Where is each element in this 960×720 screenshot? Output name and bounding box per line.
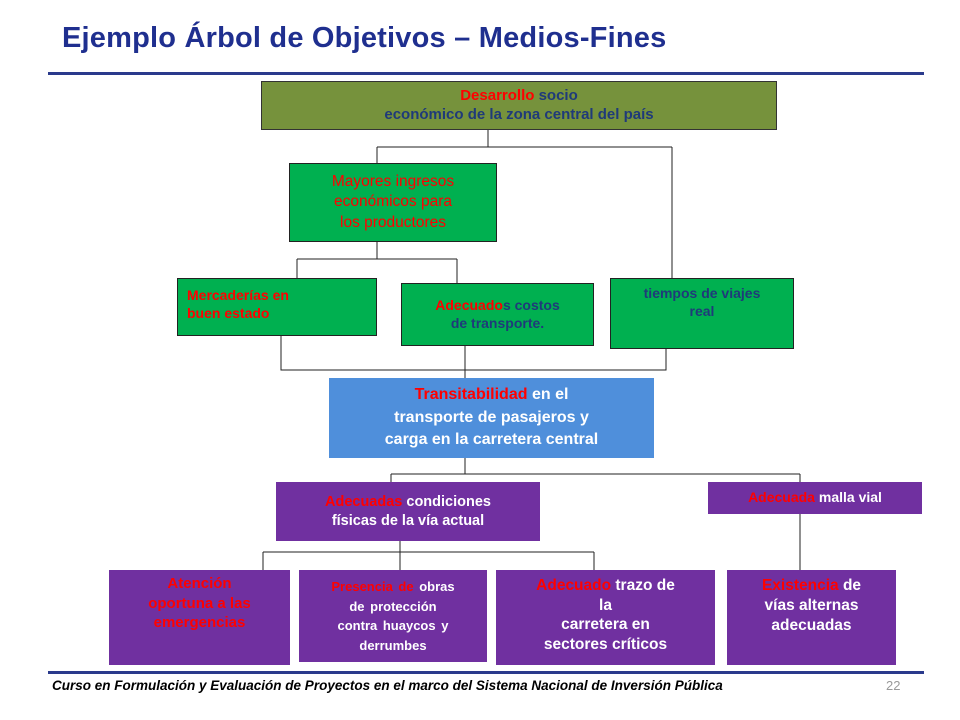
top-divider <box>48 72 924 75</box>
trazo-text: trazo de <box>611 577 675 594</box>
connector-line <box>280 336 667 371</box>
trazo-line2: la <box>599 596 612 614</box>
means-atencion-box: Atención oportuna a las emergencias <box>109 570 290 665</box>
costos-text: s costos <box>502 297 560 313</box>
condiciones-line2: físicas de la vía actual <box>331 512 485 529</box>
goal-fin-box: Desarrollo socio económico de la zona ce… <box>261 81 777 130</box>
tiempos-line1: tiempos de viajes <box>643 285 761 301</box>
bottom-divider <box>48 671 924 674</box>
trazo-line3: carretera en <box>561 616 650 634</box>
presencia-keyword: Presencia de <box>331 579 414 594</box>
presencia-line3: contra huaycos y <box>337 618 449 633</box>
ingresos-line2: económicos para <box>333 193 453 211</box>
goal-costos-box: Adecuados costos de transporte. <box>401 283 594 346</box>
condiciones-text: condiciones <box>402 494 491 511</box>
trazo-keyword: Adecuado <box>536 577 612 594</box>
existencia-line2: vías alternas <box>764 597 859 615</box>
page-number: 22 <box>886 678 901 693</box>
trazo-line4: sectores críticos <box>543 636 668 654</box>
existencia-keyword: Existencia <box>761 577 839 594</box>
presencia-line4: derrumbes <box>359 637 427 653</box>
presencia-line2: de protección <box>349 598 437 614</box>
fin-text: socio <box>534 86 578 104</box>
means-presencia-box: Presencia de obras de protección contra … <box>299 570 487 662</box>
malla-text: malla vial <box>814 489 882 506</box>
fin-keyword: Desarrollo <box>460 86 535 104</box>
proposito-line3: carga en la carretera central <box>384 431 599 449</box>
proposito-text: en el <box>527 386 569 404</box>
ingresos-line1: Mayores ingresos <box>331 173 455 191</box>
proposito-line2: transporte de pasajeros y <box>394 408 589 426</box>
tiempos-line2: real <box>689 302 715 319</box>
costos-text-line2: de transporte. <box>450 314 545 331</box>
ingresos-line3: los productores <box>340 213 446 231</box>
means-existencia-box: Existencia de vías alternas adecuadas <box>727 570 896 665</box>
condiciones-keyword: Adecuadas <box>324 494 403 511</box>
atencion-line1: Atención <box>167 575 232 592</box>
existencia-line3: adecuadas <box>771 617 852 635</box>
goal-tiempos-box: tiempos de viajes real <box>610 278 794 349</box>
mercaderias-line1: Mercaderías en <box>187 287 289 303</box>
proposito-keyword: Transitabilidad <box>414 386 528 404</box>
fin-text-line2: económico de la zona central del país <box>384 105 654 123</box>
footer-text: Curso en Formulación y Evaluación de Pro… <box>52 678 723 693</box>
goal-mercaderias-box: Mercaderías en buen estado <box>177 278 377 336</box>
goal-ingresos-box: Mayores ingresos económicos para los pro… <box>289 163 497 242</box>
presencia-text: obras <box>413 579 455 594</box>
existencia-text: de <box>838 577 862 594</box>
means-malla-box: Adecuada malla vial <box>708 482 922 514</box>
means-trazo-box: Adecuado trazo de la carretera en sector… <box>496 570 715 665</box>
means-condiciones-box: Adecuadas condiciones físicas de la vía … <box>276 482 540 541</box>
costos-keyword: Adecuado <box>435 297 503 313</box>
malla-keyword: Adecuada <box>748 489 815 506</box>
goal-proposito-box: Transitabilidad en el transporte de pasa… <box>329 378 654 458</box>
page-title: Ejemplo Árbol de Objetivos – Medios-Fine… <box>62 22 667 54</box>
atencion-line3: emergencias <box>153 614 246 631</box>
mercaderias-line2: buen estado <box>187 304 270 321</box>
atencion-line2: oportuna a las <box>148 594 251 612</box>
